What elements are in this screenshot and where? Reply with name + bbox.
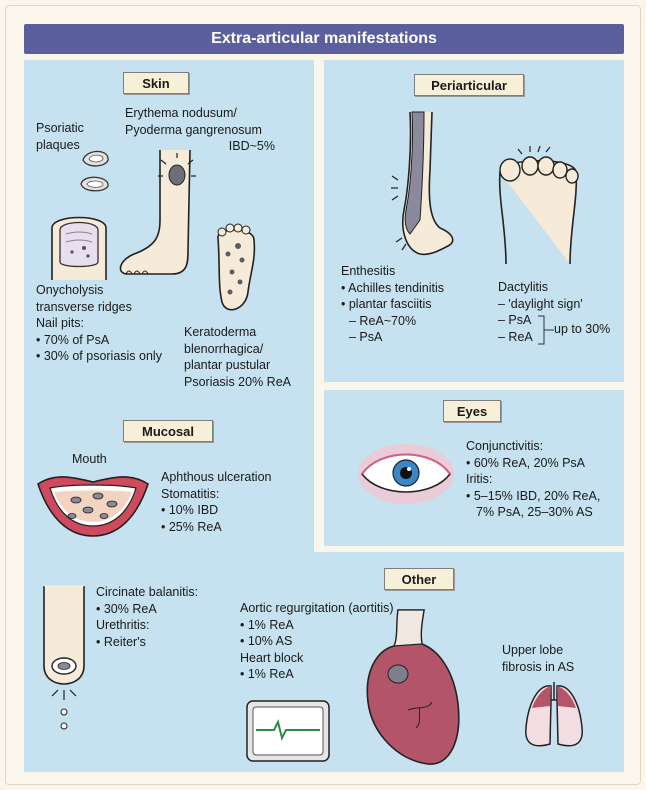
up-to-label: up to 30% [554,322,611,336]
balanitis-illustration [43,585,85,730]
sole-illustration [217,223,256,311]
dactylitis-foot-illustration [498,145,579,265]
periarticular-panel [324,60,624,382]
lungs-illustration [525,682,583,747]
eyes-header: Eyes [443,400,501,422]
aortic-label: Aortic regurgitation (aortitis)• 1% ReA•… [240,601,394,681]
mouth-label: Mouth [72,452,107,466]
other-header: Other [384,568,454,590]
skin-header: Skin [123,72,189,94]
nail-illustration [51,216,107,280]
ecg-monitor-illustration [246,700,330,762]
mouth-illustration [37,476,149,537]
psoriatic-plaques-illustration [80,150,109,192]
leg-nodule-illustration [119,149,196,275]
mucosal-header: Mucosal [123,420,213,442]
figure-title: Extra-articular manifestations [24,24,624,54]
dactylitis-label: Dactylitis– 'daylight sign'– PsA– ReA [498,280,583,344]
enthesitis-label: Enthesitis• Achilles tendinitis• plantar… [341,264,445,344]
periarticular-header: Periarticular [414,74,524,96]
bracket-line [538,315,554,345]
eye-illustration [358,444,454,504]
heart-illustration [366,609,460,765]
achilles-illustration [391,111,454,256]
